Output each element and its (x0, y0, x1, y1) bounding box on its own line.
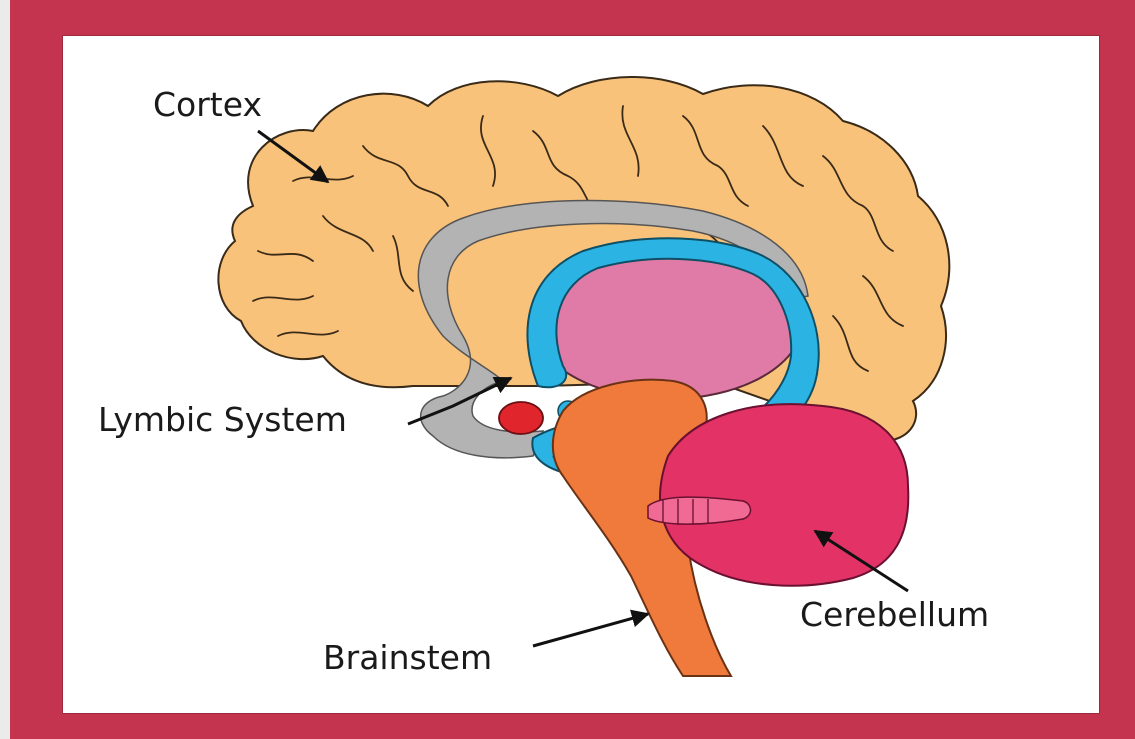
brain-diagram: Cortex Lymbic System Cerebellum Brainste… (63, 36, 1099, 713)
cerebellum (660, 404, 908, 586)
label-brainstem: Brainstem (323, 638, 492, 677)
label-cortex: Cortex (153, 85, 262, 124)
cerebellum-arbor (648, 497, 751, 525)
arrow-brainstem (533, 614, 648, 646)
label-limbic-system: Lymbic System (98, 400, 347, 439)
amygdala (499, 402, 543, 434)
diagram-panel: Cortex Lymbic System Cerebellum Brainste… (62, 35, 1100, 714)
left-edge-strip (0, 0, 10, 739)
label-cerebellum: Cerebellum (800, 595, 989, 634)
